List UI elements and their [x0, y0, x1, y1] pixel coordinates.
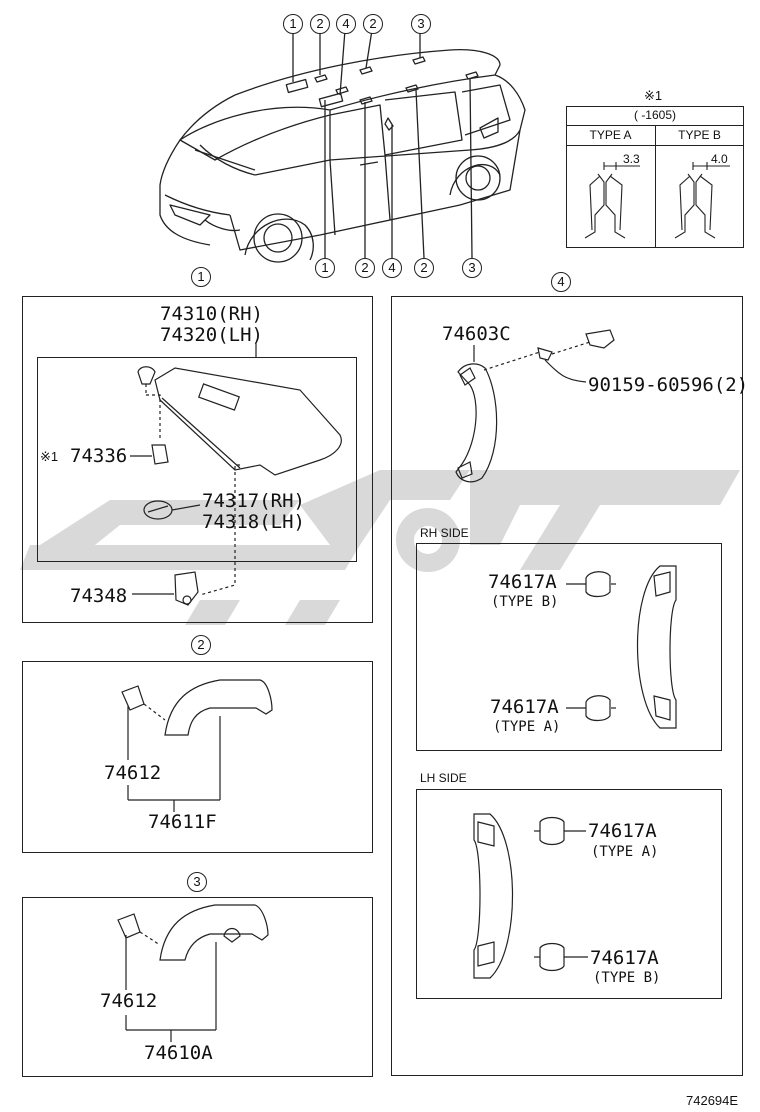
- section-3-frame: [22, 897, 373, 1077]
- vehicle-callout-top-2: 2: [310, 14, 330, 34]
- note-table-range: ( -1605): [633, 108, 677, 122]
- lh-side-label: LH SIDE: [420, 771, 467, 785]
- vehicle-callout-bottom-1: 1: [315, 258, 335, 278]
- part-74612-sec3: 74612: [100, 990, 158, 1012]
- part-74611f: 74611F: [148, 811, 217, 833]
- note-table-dim-b: 4.0: [711, 152, 728, 166]
- part-74318-lh: 74318(LH): [202, 511, 305, 533]
- note-table-col-type-b: TYPE B: [678, 128, 721, 142]
- note-table-mark: ※1: [644, 88, 663, 103]
- part-74336: 74336: [70, 445, 128, 467]
- vehicle-callout-bottom-2: 2: [355, 258, 375, 278]
- rh-side-label: RH SIDE: [420, 526, 469, 540]
- part-90159-60596: 90159-60596(2): [588, 374, 749, 396]
- section-1-callout: 1: [191, 267, 211, 287]
- rh-side-frame: [416, 543, 722, 751]
- part-74317-rh: 74317(RH): [202, 490, 305, 512]
- rh-part-74617a-bottom: 74617A: [490, 696, 559, 718]
- note-table-col-type-a: TYPE A: [589, 128, 632, 142]
- vehicle-callout-top-3: 4: [336, 14, 356, 34]
- rh-type-b-label: (TYPE B): [491, 594, 559, 610]
- part-74612-sec2: 74612: [104, 762, 162, 784]
- vehicle-callout-bottom-4: 2: [414, 258, 434, 278]
- section-2-callout: 2: [191, 635, 211, 655]
- section-3-callout: 3: [187, 872, 207, 892]
- vehicle-callout-bottom-5: 3: [462, 258, 482, 278]
- part-74603c: 74603C: [442, 323, 511, 345]
- section-4-frame: [391, 296, 743, 1076]
- lh-type-a-label: (TYPE A): [591, 844, 659, 860]
- lh-side-frame: [416, 789, 722, 999]
- note-table: [566, 106, 744, 248]
- lh-part-74617a-top: 74617A: [588, 820, 657, 842]
- section-1-frame: [22, 296, 373, 623]
- figure-code: 742694E: [686, 1093, 739, 1108]
- vehicle-callout-top-4: 2: [363, 14, 383, 34]
- lh-type-b-label: (TYPE B): [593, 970, 661, 986]
- section-2-frame: [22, 661, 373, 853]
- section-4-callout: 4: [551, 272, 571, 292]
- vehicle-callout-top-5: 3: [411, 14, 431, 34]
- note-table-dim-a: 3.3: [623, 152, 640, 166]
- lh-part-74617a-bottom: 74617A: [590, 947, 659, 969]
- vehicle-callout-bottom-3: 4: [382, 258, 402, 278]
- part-74310-rh: 74310(RH): [160, 303, 263, 325]
- section-1-note-mark: ※1: [40, 449, 59, 464]
- vehicle-callout-top-1: 1: [283, 14, 303, 34]
- rh-type-a-label: (TYPE A): [493, 719, 561, 735]
- section-1-inner-frame: [37, 357, 357, 562]
- part-74610a: 74610A: [144, 1042, 213, 1064]
- rh-part-74617a-top: 74617A: [488, 571, 557, 593]
- part-74348: 74348: [70, 585, 128, 607]
- part-74320-lh: 74320(LH): [160, 324, 263, 346]
